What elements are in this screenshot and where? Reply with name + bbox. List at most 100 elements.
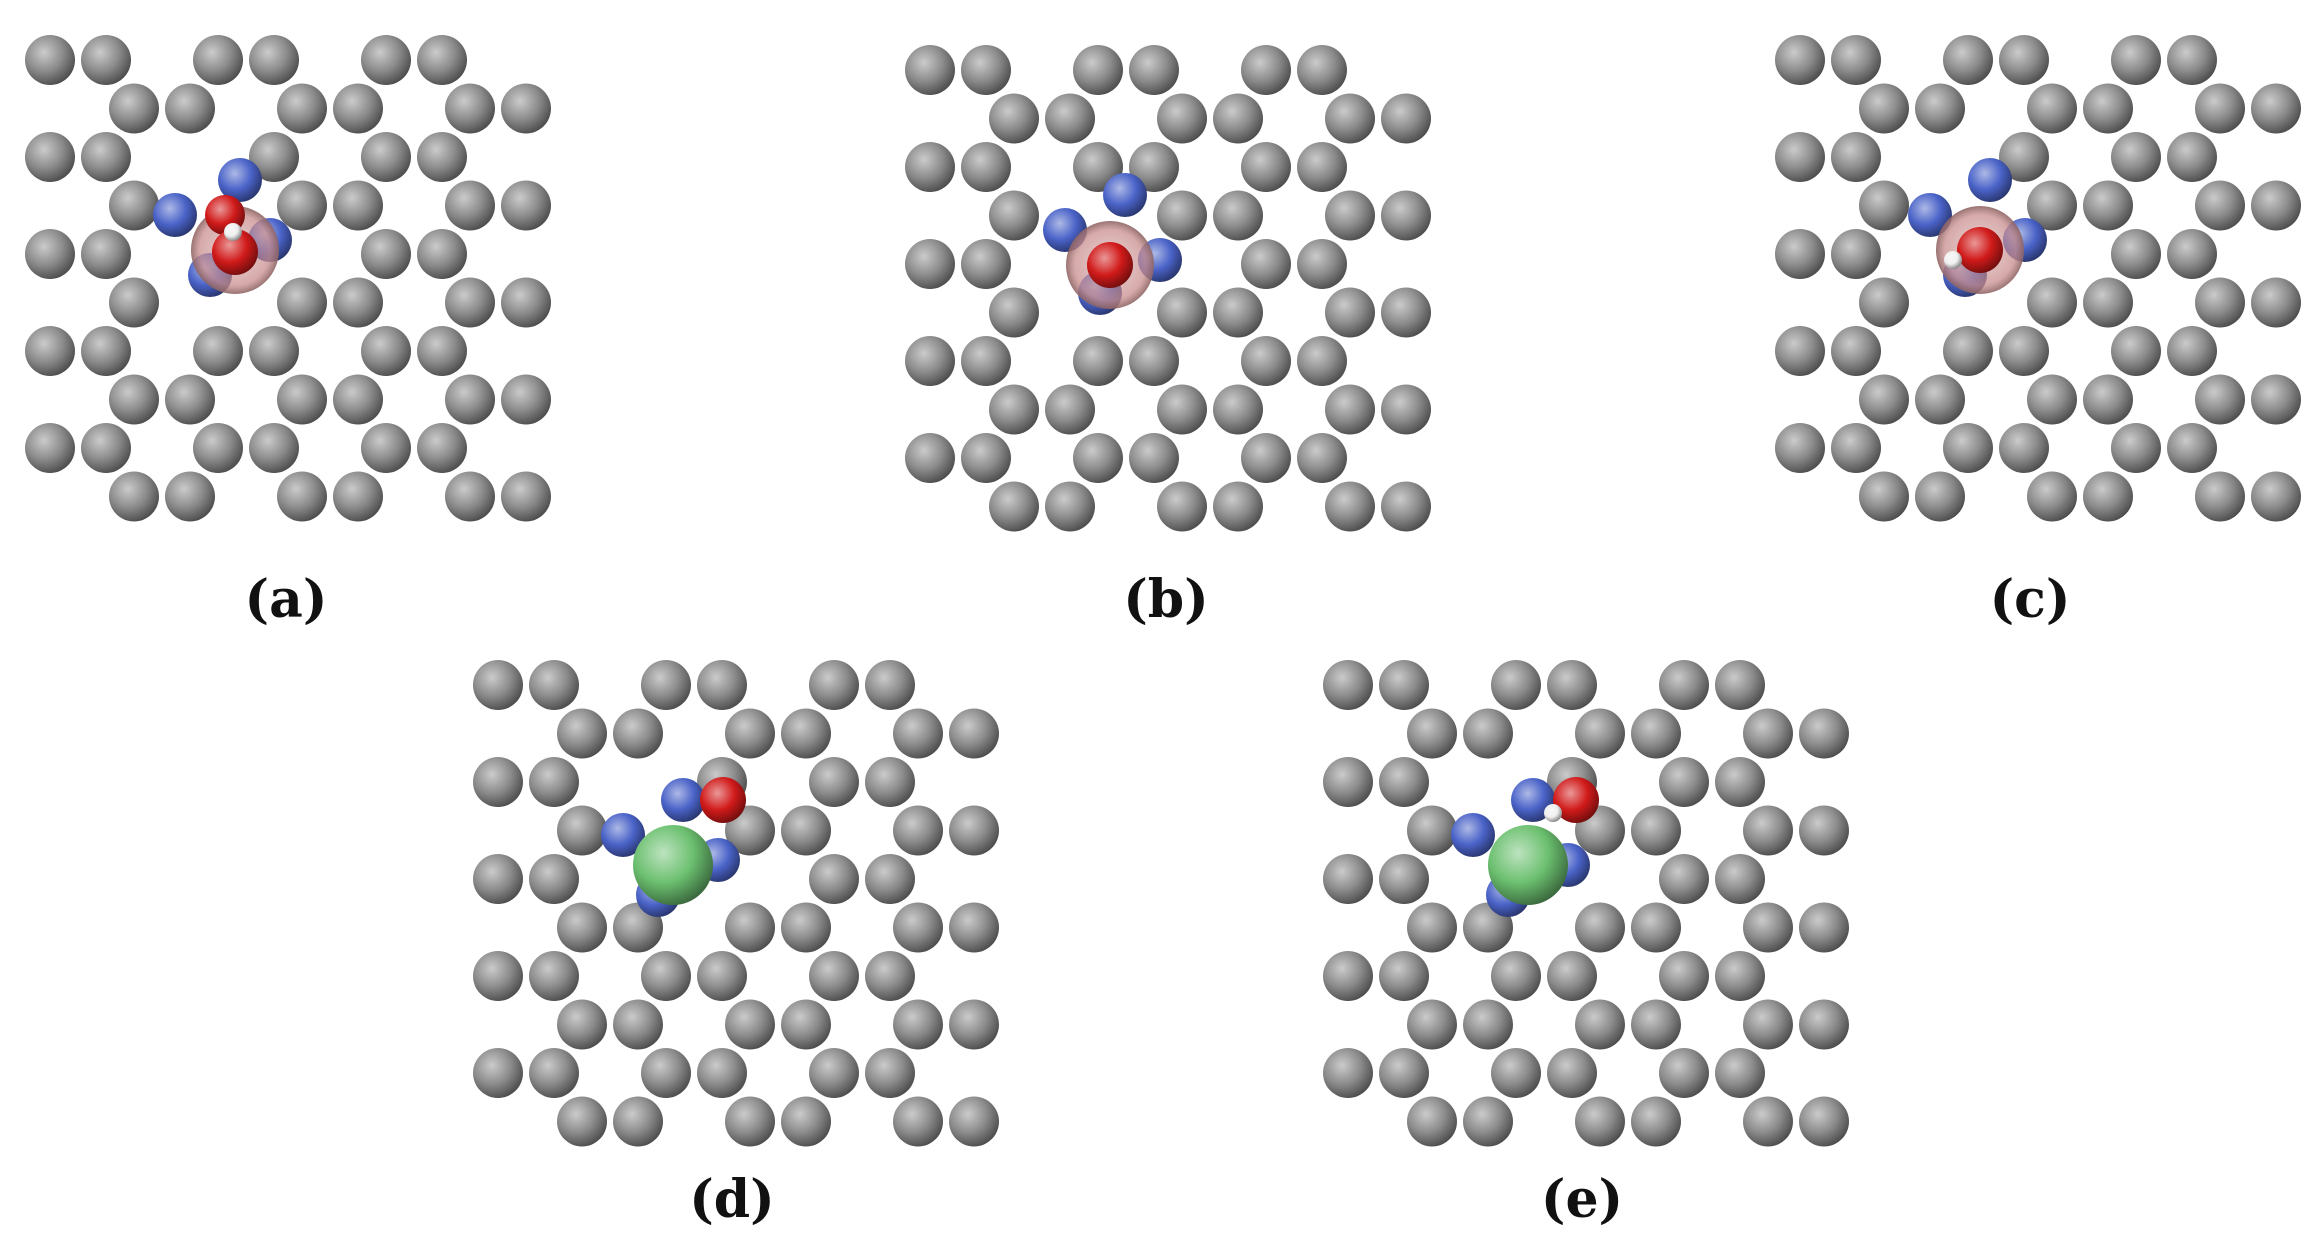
lattice-e <box>1323 660 1849 1147</box>
metal-atom <box>1743 708 1793 759</box>
metal-atom <box>2027 83 2077 134</box>
metal-atom <box>1297 45 1347 95</box>
metal-atom <box>2027 277 2077 328</box>
metal-atom <box>949 1096 999 1147</box>
metal-atom <box>1213 93 1263 144</box>
metal-atom <box>1325 93 1375 144</box>
metal-atom <box>725 708 775 759</box>
metal-atom <box>893 902 943 953</box>
metal-atom <box>1379 757 1429 807</box>
metal-atom <box>641 951 691 1001</box>
nitrogen-atom <box>1511 778 1555 822</box>
metal-atom <box>25 326 75 376</box>
metal-atom <box>1297 239 1347 289</box>
metal-atom <box>165 374 215 425</box>
metal-atom <box>109 180 159 231</box>
lattice-a <box>25 35 551 522</box>
oxygen-atom <box>700 777 746 823</box>
metal-atom <box>809 757 859 807</box>
metal-atom <box>2083 180 2133 231</box>
metal-atom <box>1241 336 1291 386</box>
metal-atom <box>613 1096 663 1147</box>
metal-atom <box>417 35 467 85</box>
metal-atom <box>557 902 607 953</box>
metal-atom <box>2195 83 2245 134</box>
metal-atom <box>1381 384 1431 435</box>
metal-atom <box>1073 336 1123 386</box>
metal-atom <box>417 326 467 376</box>
metal-atom <box>2027 471 2077 522</box>
metal-atom <box>1743 805 1793 856</box>
nitrogen-atom <box>1451 813 1495 857</box>
metal-atom <box>1547 951 1597 1001</box>
metal-atom <box>2167 423 2217 473</box>
metal-atom <box>1213 287 1263 338</box>
metal-atom <box>25 35 75 85</box>
nitrogen-atom <box>1968 158 2012 202</box>
metal-atom <box>333 83 383 134</box>
metal-atom <box>1325 287 1375 338</box>
metal-atom <box>697 1048 747 1098</box>
metal-atom <box>1157 190 1207 241</box>
panel-d-label: (d) <box>689 1169 775 1230</box>
metal-atom <box>1323 757 1373 807</box>
metal-atom <box>165 471 215 522</box>
metal-atom <box>949 805 999 856</box>
metal-atom <box>809 854 859 904</box>
metal-atom <box>1859 277 1909 328</box>
metal-atom <box>417 132 467 182</box>
metal-atom <box>1859 83 1909 134</box>
metal-atom <box>1379 660 1429 710</box>
metal-atom <box>81 423 131 473</box>
metal-atom <box>1799 999 1849 1050</box>
metal-atom <box>1407 902 1457 953</box>
metal-atom <box>1943 326 1993 376</box>
metal-atom <box>417 423 467 473</box>
panel-a <box>25 35 551 560</box>
metal-atom <box>557 708 607 759</box>
metal-atom <box>109 374 159 425</box>
metal-atom <box>1799 1096 1849 1147</box>
metal-atom <box>25 229 75 279</box>
metal-atom <box>641 1048 691 1098</box>
metal-atom <box>613 999 663 1050</box>
metal-atom <box>1943 35 1993 85</box>
metal-atom <box>445 471 495 522</box>
metal-atom <box>1381 190 1431 241</box>
metal-atom <box>989 384 1039 435</box>
metal-atom <box>249 326 299 376</box>
metal-atom <box>277 180 327 231</box>
metal-atom <box>1297 142 1347 192</box>
metal-atom <box>277 374 327 425</box>
metal-atom <box>1799 902 1849 953</box>
metal-atom <box>1463 708 1513 759</box>
metal-atom <box>473 757 523 807</box>
nitrogen-atom <box>1908 193 1952 237</box>
metal-atom <box>1715 951 1765 1001</box>
metal-atom <box>333 180 383 231</box>
nitrogen-atom <box>661 778 705 822</box>
metal-atom <box>725 999 775 1050</box>
metal-atom <box>1915 83 1965 134</box>
metal-atom <box>361 326 411 376</box>
metal-atom <box>1659 1048 1709 1098</box>
metal-atom <box>893 999 943 1050</box>
metal-atom <box>949 708 999 759</box>
metal-atom <box>2195 180 2245 231</box>
metal-atom <box>1775 229 1825 279</box>
metal-atom <box>1715 854 1765 904</box>
metal-atom <box>445 277 495 328</box>
metal-atom <box>809 660 859 710</box>
metal-atom <box>1297 336 1347 386</box>
metal-atom <box>1129 45 1179 95</box>
metal-atom <box>1073 433 1123 483</box>
metal-atom <box>1491 951 1541 1001</box>
metal-atom <box>989 190 1039 241</box>
metal-atom <box>1631 902 1681 953</box>
metal-atom <box>1915 471 1965 522</box>
oxygen-atom <box>1553 777 1599 823</box>
metal-atom <box>1831 229 1881 279</box>
metal-atom <box>165 83 215 134</box>
metal-atom <box>1045 481 1095 532</box>
metal-atom <box>961 142 1011 192</box>
